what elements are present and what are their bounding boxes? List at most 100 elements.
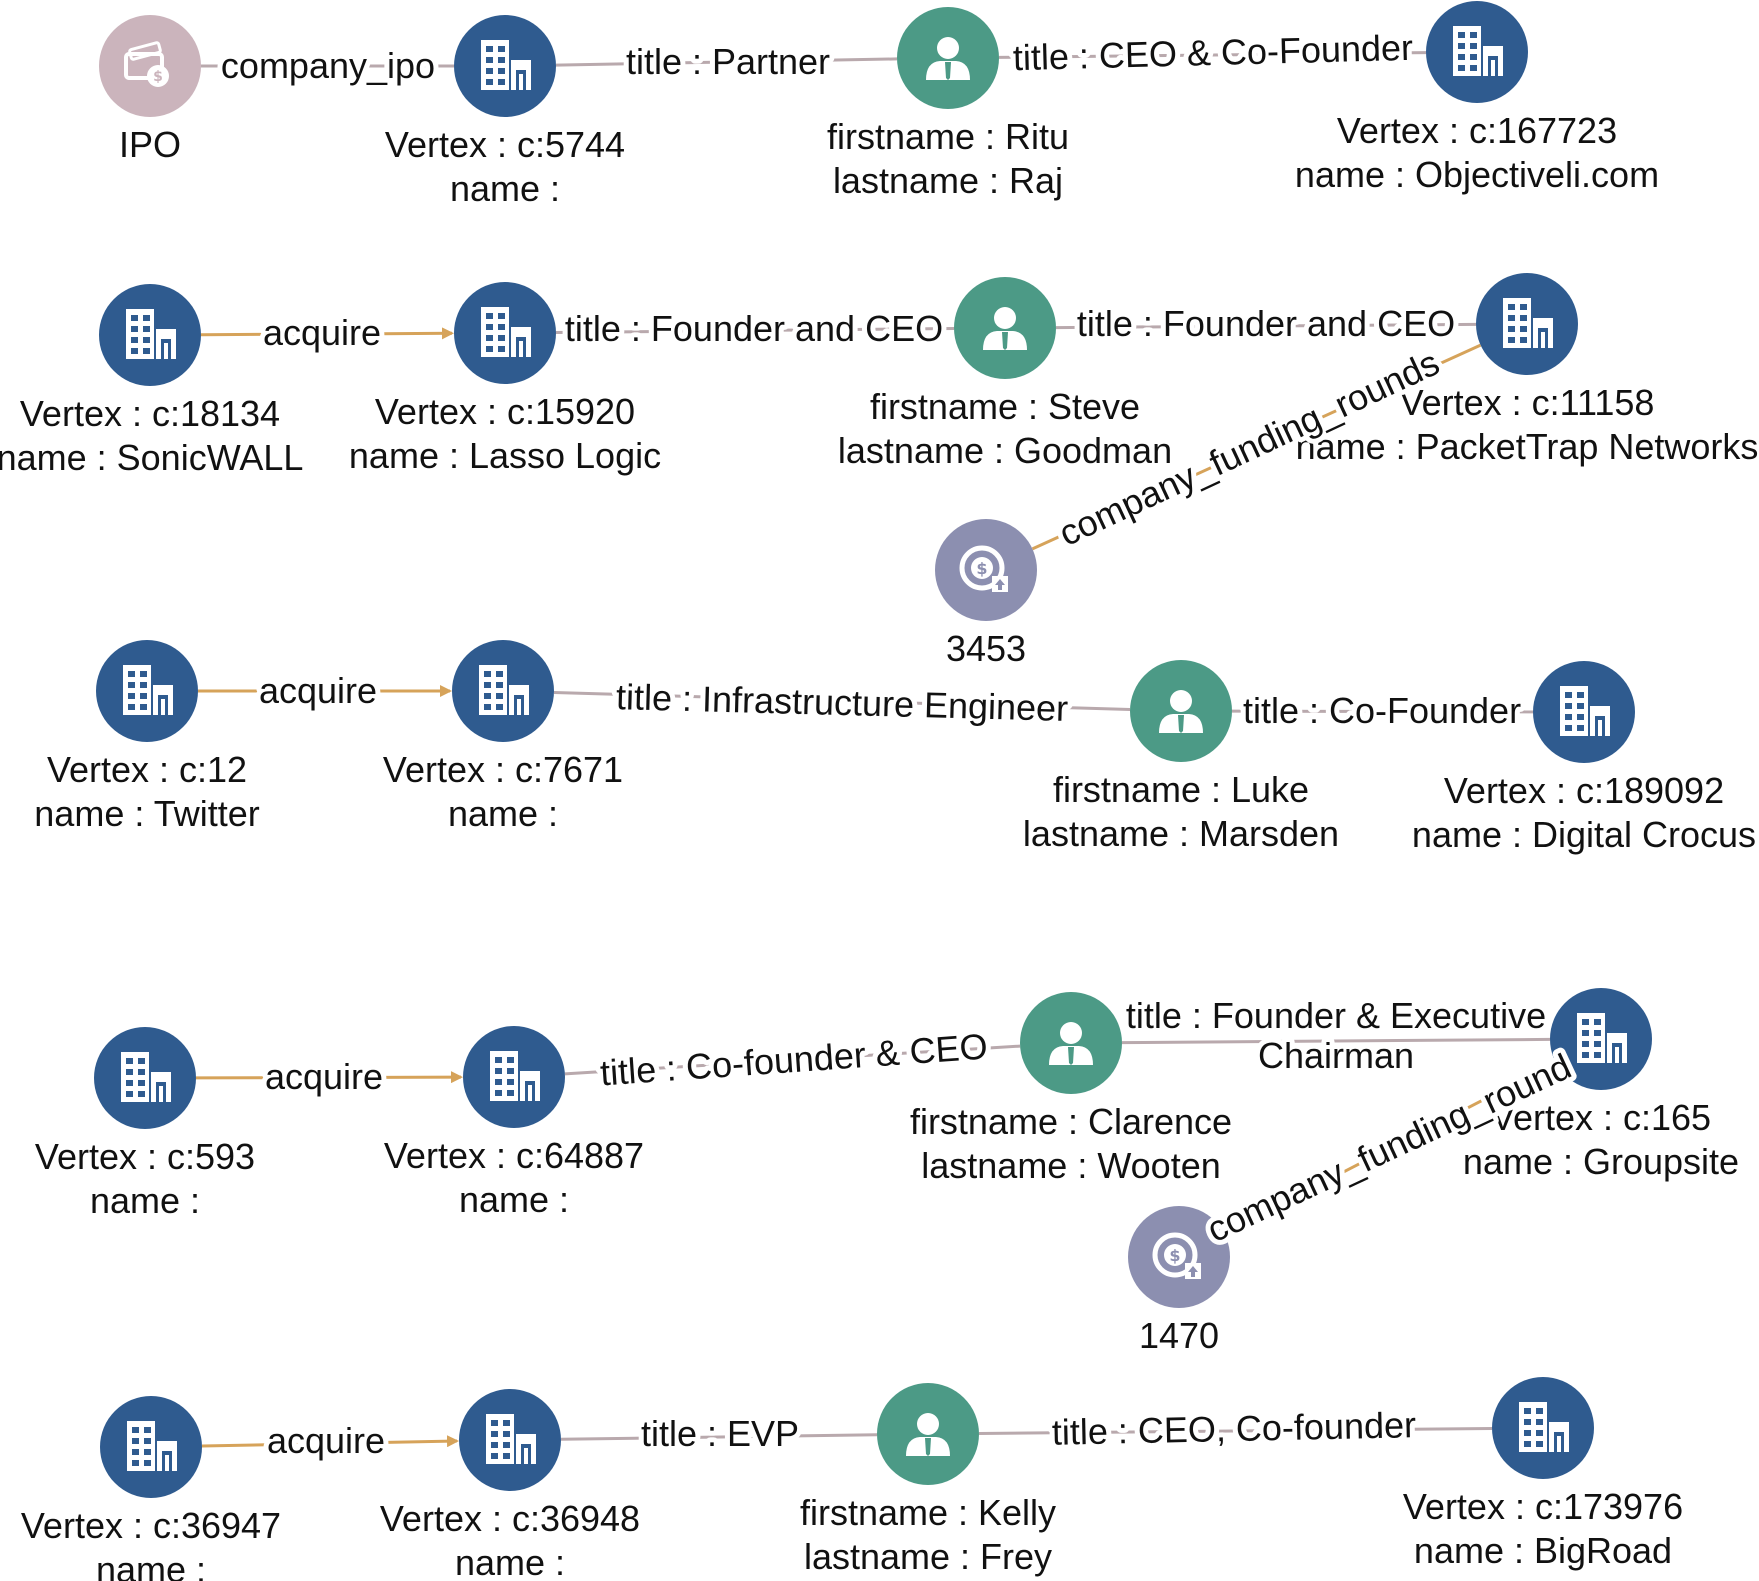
edges-layer	[195, 51, 1557, 1448]
funding-node[interactable]: $3453	[935, 519, 1037, 669]
plain-edge	[1055, 322, 1477, 330]
building-icon	[479, 665, 529, 715]
acquire-edge	[195, 1071, 464, 1084]
building-icon	[1560, 686, 1610, 736]
plain-edge	[1231, 709, 1534, 714]
ipo-node[interactable]: $ IPO	[99, 15, 201, 165]
plain-edge	[560, 1433, 878, 1441]
edge-label: company_ipo	[221, 45, 435, 86]
building-icon	[481, 40, 531, 90]
edge-label: title : CEO & Co-Founder	[1012, 26, 1413, 77]
building-icon	[1453, 26, 1503, 76]
ipo-node-circle[interactable]	[99, 15, 201, 117]
plain-edge	[555, 327, 955, 334]
building-icon	[127, 1421, 177, 1471]
plain-edge	[1121, 1037, 1551, 1045]
edge-label: acquire	[265, 1056, 383, 1097]
edge-label: acquire	[259, 670, 377, 711]
edge-label: title : Co-Founder	[1243, 690, 1521, 731]
funding-edge	[1031, 343, 1482, 551]
edge-label: title : CEO, Co-founder	[1051, 1404, 1416, 1453]
building-icon	[490, 1051, 540, 1101]
edge-label: acquire	[263, 312, 381, 353]
building-icon	[481, 307, 531, 357]
person-icon	[926, 37, 970, 80]
funding-icon: $	[1152, 1232, 1201, 1279]
building-icon	[1519, 1402, 1569, 1452]
edge-label: title : EVP	[641, 1413, 799, 1454]
node-label: IPO	[119, 124, 181, 165]
edge-label: title : Partner	[626, 41, 830, 82]
building-icon	[126, 309, 176, 359]
plain-edge	[555, 57, 898, 67]
edge-label: title : Founder and CEO	[565, 308, 943, 349]
building-icon	[123, 665, 173, 715]
plain-edge	[553, 691, 1131, 711]
building-icon	[1577, 1013, 1627, 1063]
person-icon	[906, 1413, 950, 1456]
edge-label: title : Founder and CEO	[1077, 303, 1455, 344]
node-label: 1470	[1139, 1315, 1219, 1356]
node-label: 3453	[946, 628, 1026, 669]
svg-text:$: $	[1169, 1246, 1180, 1265]
svg-text:$: $	[153, 69, 163, 85]
building-icon	[121, 1052, 171, 1102]
funding-node[interactable]: $1470	[1128, 1206, 1230, 1356]
plain-edge	[978, 1426, 1493, 1436]
edge-label: title : Co-founder & CEO	[599, 1025, 989, 1093]
plain-edge	[998, 51, 1427, 59]
acquire-edge	[201, 1435, 460, 1448]
building-icon	[486, 1414, 536, 1464]
edge-label: title : Infrastructure Engineer	[616, 676, 1069, 729]
plain-edge	[564, 1044, 1021, 1076]
person-icon	[1049, 1022, 1093, 1065]
edge-label: acquire	[267, 1420, 385, 1461]
acquire-edge	[200, 327, 455, 340]
person-icon	[983, 307, 1027, 350]
building-icon	[1503, 298, 1553, 348]
ipo-icon: $	[124, 41, 169, 87]
svg-text:$: $	[976, 559, 987, 578]
